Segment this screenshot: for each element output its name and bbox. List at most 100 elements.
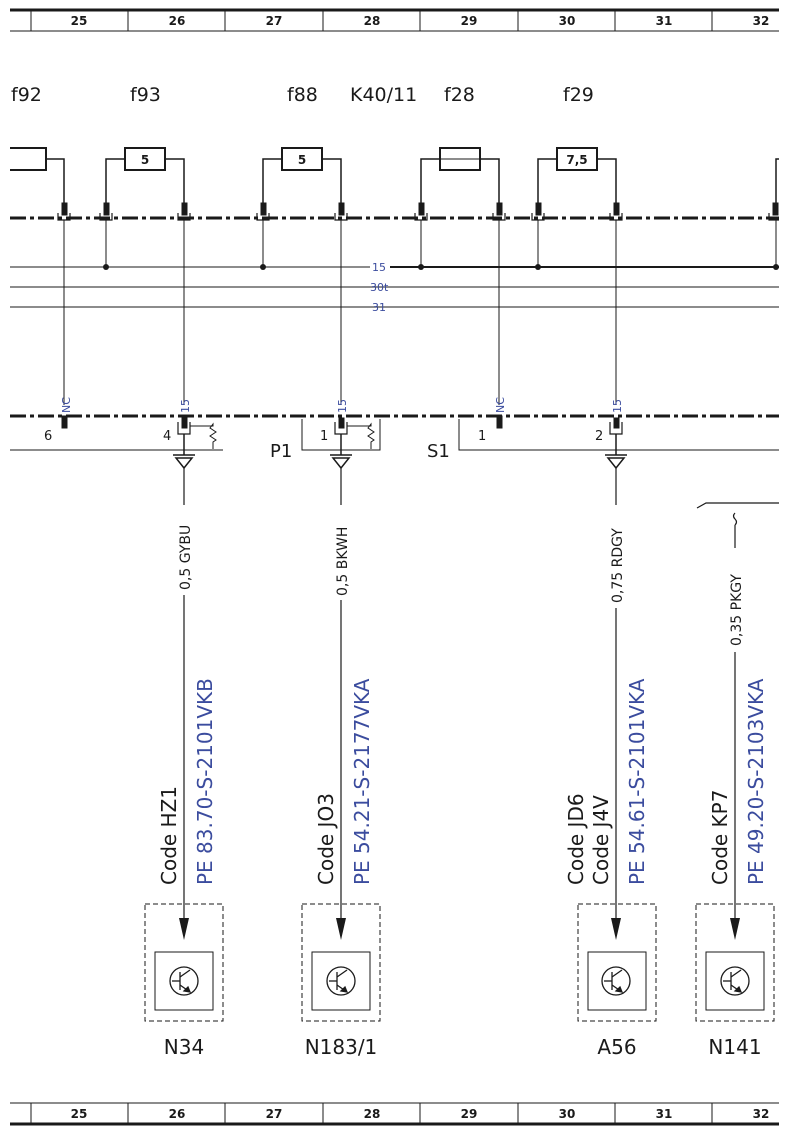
terminal-15-c: 15 <box>611 399 624 413</box>
arrow-down-icon <box>611 918 621 940</box>
pin-number-4: 4 <box>163 429 171 444</box>
pin-number-1a: 1 <box>320 429 328 444</box>
grid-col-27-bottom: 27 <box>266 1107 283 1121</box>
wire-label-gybu: 0,5 GYBU <box>178 525 194 590</box>
junction-dots <box>103 264 779 270</box>
grid-col-31: 31 <box>656 14 673 28</box>
bus-label-15: 15 <box>372 261 386 274</box>
grid-col-25: 25 <box>71 14 88 28</box>
cable-tail <box>696 502 779 526</box>
component-label-n183-1: N183/1 <box>305 1035 378 1059</box>
grid-col-27: 27 <box>266 14 283 28</box>
transistor-icon <box>601 966 631 996</box>
transistor-icon <box>720 966 750 996</box>
component-n34[interactable] <box>144 903 224 1022</box>
grid-col-30-bottom: 30 <box>559 1107 576 1121</box>
resistor-icon <box>347 422 375 449</box>
plug-symbols <box>173 434 627 470</box>
component-n183-1[interactable] <box>301 903 381 1022</box>
fuse-label-f93: f93 <box>130 84 161 106</box>
lower-pin-4 <box>177 417 191 435</box>
terminal-nc-2: NC <box>494 397 507 413</box>
connector-p1: P1 <box>270 441 292 462</box>
vertical-drops <box>63 220 777 405</box>
terminal-15-b: 15 <box>336 399 349 413</box>
grid-col-30: 30 <box>559 14 576 28</box>
part-number-4[interactable]: PE 49.20-S-2103VKA <box>744 678 768 885</box>
lower-pin-6 <box>61 415 68 429</box>
fuse-f28 <box>420 147 500 207</box>
plug-symbol-3 <box>605 434 627 470</box>
bus-lines <box>10 266 779 308</box>
connector-outlines <box>10 419 779 451</box>
wire-runs <box>183 468 736 920</box>
component-n141[interactable] <box>695 903 775 1022</box>
part-number-1[interactable]: PE 83.70-S-2101VKB <box>193 678 217 885</box>
grid-col-28-bottom: 28 <box>364 1107 381 1121</box>
fuse-f88 <box>262 147 342 207</box>
fuse-label-f28: f28 <box>444 84 475 106</box>
fuse-labels: f92 f93 f88 K40/11 f28 f29 <box>11 84 594 106</box>
upper-connector-pins <box>57 202 779 221</box>
plug-symbol-2 <box>330 434 352 470</box>
fuse-f88-rating: 5 <box>298 153 306 167</box>
terminal-15-a: 15 <box>179 399 192 413</box>
arrowheads <box>179 918 740 940</box>
grid-col-28: 28 <box>364 14 381 28</box>
wire-label-pkgy: 0,35 PKGY <box>729 574 745 646</box>
transistor-icon <box>169 966 199 996</box>
component-label-n34: N34 <box>164 1035 204 1059</box>
fuse-f93 <box>105 147 185 207</box>
resistor-icon <box>190 422 217 449</box>
fuse-boxes <box>10 147 779 207</box>
grid-col-32-bottom: 32 <box>753 1107 770 1121</box>
pin-number-6: 6 <box>44 429 52 444</box>
connector-s1: S1 <box>427 441 450 462</box>
grid-col-25-bottom: 25 <box>71 1107 88 1121</box>
arrow-down-icon <box>730 918 740 940</box>
grid-col-29: 29 <box>461 14 478 28</box>
arrow-down-icon <box>336 918 346 940</box>
grid-col-26: 26 <box>169 14 186 28</box>
bottom-grid-bar: 25 26 27 28 29 30 31 32 <box>10 1102 779 1126</box>
code-label-j4v: Code J4V <box>589 795 613 885</box>
grid-col-31-bottom: 31 <box>656 1107 673 1121</box>
component-a56[interactable] <box>577 903 657 1022</box>
fuse-f29-rating: 7,5 <box>566 153 587 167</box>
pin-number-1b: 1 <box>478 429 486 444</box>
plug-symbol-1 <box>173 434 195 470</box>
code-label-kp7: Code KP7 <box>708 790 732 885</box>
lower-pin-1b <box>496 415 503 429</box>
grid-col-29-bottom: 29 <box>461 1107 478 1121</box>
wire-label-bkwh: 0,5 BKWH <box>335 527 351 596</box>
relay-label-k40-11: K40/11 <box>350 84 417 106</box>
code-label-jo3: Code JO3 <box>314 793 338 885</box>
fuse-f29 <box>537 147 617 207</box>
component-label-n141: N141 <box>708 1035 761 1059</box>
fuse-label-f92: f92 <box>11 84 42 106</box>
pin-number-2: 2 <box>595 429 603 444</box>
bus-label-30t: 30t <box>370 281 389 294</box>
wire-label-rdgy: 0,75 RDGY <box>610 528 626 603</box>
top-grid-bar: 25 26 27 28 29 30 31 32 <box>10 8 779 32</box>
terminal-nc-1: NC <box>60 397 73 413</box>
code-label-jd6: Code JD6 <box>564 793 588 885</box>
grid-col-26-bottom: 26 <box>169 1107 186 1121</box>
fuse-f92 <box>10 147 65 207</box>
component-label-a56: A56 <box>597 1035 636 1059</box>
arrow-down-icon <box>179 918 189 940</box>
fuse-label-f29: f29 <box>563 84 594 106</box>
lower-pin-2 <box>609 417 623 435</box>
fuse-f93-rating: 5 <box>141 153 149 167</box>
lower-pin-1a <box>334 417 348 435</box>
part-number-3[interactable]: PE 54.61-S-2101VKA <box>625 678 649 885</box>
part-number-2[interactable]: PE 54.21-S-2177VKA <box>350 678 374 885</box>
code-label-hz1: Code HZ1 <box>157 786 181 885</box>
grid-col-32: 32 <box>753 14 770 28</box>
pin-resistors <box>190 422 375 449</box>
bus-label-31: 31 <box>372 301 386 314</box>
lower-connector-pins <box>61 415 623 435</box>
fuse-label-f88: f88 <box>287 84 318 106</box>
transistor-icon <box>326 966 356 996</box>
